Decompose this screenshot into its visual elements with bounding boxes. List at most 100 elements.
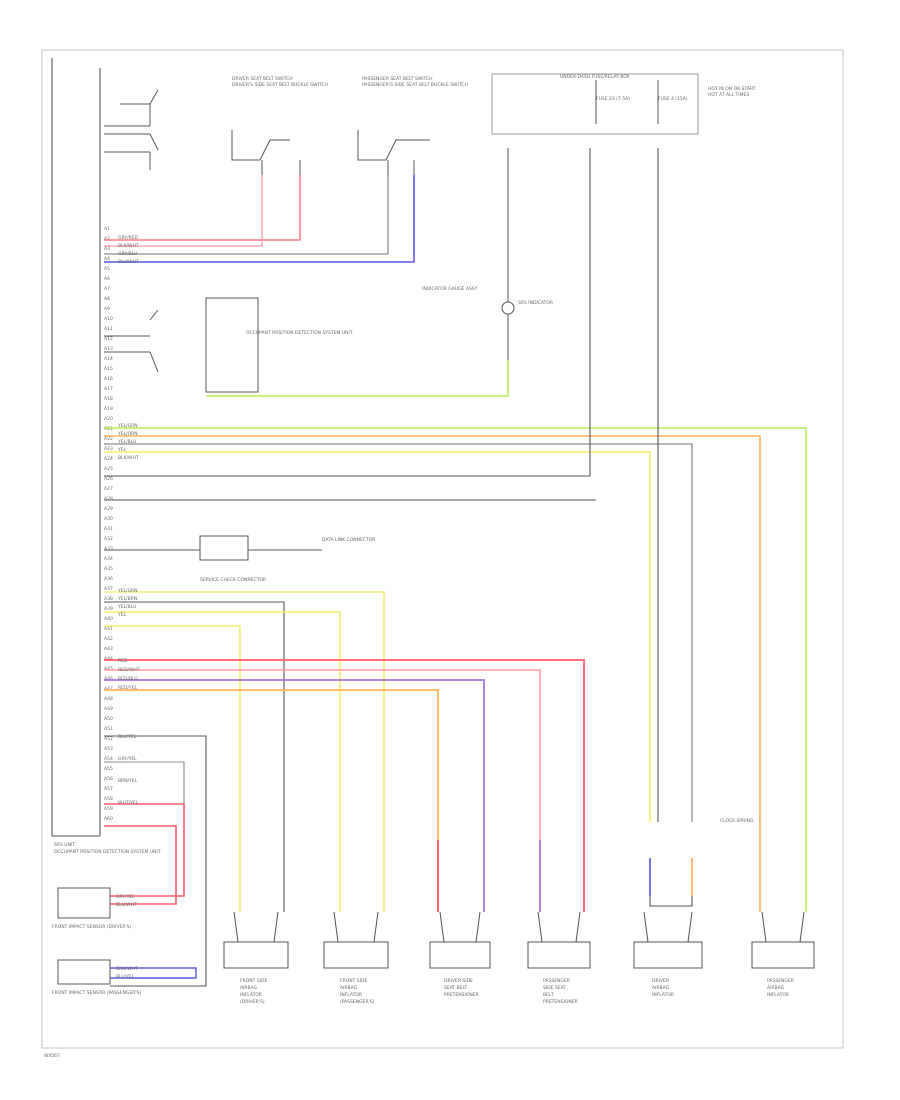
wire-layer: GRY/REDBLK/WHTGRY/BLUBLU/WHTYEL/GRNYEL/O… (104, 148, 807, 987)
connector-pin-label: A37 (104, 586, 113, 592)
wire-pink-driver-belt (104, 175, 263, 247)
under-dash-fuse-box: UNDER-DASH FUSE/RELAY BOX FUSE 23 (7.5A)… (491, 73, 756, 135)
srs-unit-connector-block: A1A2A3A4A5A6A7A8A9A10A11A12A13A14A15A16A… (51, 58, 113, 837)
wire-orange-pretensioner (104, 689, 439, 912)
wire-label: YEL/GRN (117, 588, 138, 594)
svg-text:DATA LINK CONNECTOR: DATA LINK CONNECTOR (322, 537, 375, 543)
wire-red-pretensioner (104, 659, 585, 912)
wire-label: YEL (117, 612, 127, 618)
wire-yellow-side-passenger (104, 591, 385, 912)
wire-label: YEL/ORN (117, 431, 138, 437)
svg-text:FUSE 4 (15A): FUSE 4 (15A) (658, 96, 688, 102)
connector-pin-label: A60 (104, 816, 113, 822)
wire-blue-impact (110, 967, 197, 979)
connector-pin-label: A38 (104, 596, 113, 602)
connector-pin-label: A33 (104, 546, 113, 552)
component-label: (DRIVER'S) (240, 999, 265, 1005)
connector-pin-label: A23 (104, 446, 113, 452)
component-label: (PASSENGER'S) (340, 999, 375, 1005)
component-label: INFLATOR (340, 992, 362, 998)
component-box (751, 941, 815, 969)
connector-pin-label: A57 (104, 786, 113, 792)
wire-label: BLU/WHT (116, 902, 137, 908)
component-label: BELT (543, 992, 554, 998)
wire-label: GRY/YEL (116, 894, 135, 900)
component-leads (761, 911, 805, 943)
connector-pin-label: A31 (104, 526, 113, 532)
component-label: SEAT BELT (444, 985, 467, 991)
component-leads (643, 911, 693, 943)
ignition-switch (104, 89, 159, 170)
connector-pin-label: A15 (104, 366, 113, 372)
wire-dark-fuse (104, 148, 591, 477)
connector-pin-label: A58 (104, 796, 113, 802)
svg-text:OCCUPANT POSITION DETECTION SY: OCCUPANT POSITION DETECTION SYSTEM UNIT (246, 330, 353, 336)
connector-pin-label: A22 (104, 436, 113, 442)
svg-text:DRIVER SEAT BELT SWITCH: DRIVER SEAT BELT SWITCH (232, 76, 293, 82)
connector-pin-label: A4 (104, 256, 110, 262)
wire-yellow-side-passenger2 (104, 611, 341, 912)
driver-seat-belt-switch: DRIVER SEAT BELT SWITCH DRIVER'S SIDE SE… (231, 76, 328, 175)
connector-pin-label: A36 (104, 576, 113, 582)
connector-pin-label: A48 (104, 696, 113, 702)
wire-purple-pretensioner (104, 679, 485, 912)
component-label: AIRBAG (767, 985, 785, 991)
wire-pink-pretensioner (104, 669, 541, 912)
component-label: INFLATOR (767, 992, 789, 998)
front-impact-sensor-driver: FRONT IMPACT SENSOR (DRIVER'S) (52, 887, 132, 930)
wire-yellow-driver-airbag (104, 451, 651, 822)
connector-pin-label: A21 (104, 426, 113, 432)
svg-text:HOT IN ON OR START: HOT IN ON OR START (708, 86, 756, 92)
connector-pin-label: A50 (104, 716, 113, 722)
component-label: DRIVER SIDE (444, 978, 473, 984)
wire-label: BLU/WHT (118, 259, 139, 265)
connector-pin-label: A7 (104, 286, 110, 292)
wire-label: YEL/BLU (117, 604, 136, 610)
connector-pin-label: A51 (104, 726, 113, 732)
component-label: FRONT SIDE (240, 978, 267, 984)
connector-pin-label: A39 (104, 606, 113, 612)
connector-pin-label: A1 (104, 226, 110, 232)
wire-label: YEL/BLU (117, 439, 136, 445)
component-label: SIDE SEAT (543, 985, 566, 991)
wire-label: BLU/YEL (118, 734, 137, 740)
connector-pin-label: A16 (104, 376, 113, 382)
connector-pin-label: A9 (104, 306, 110, 312)
wire-orange-clockspring (104, 435, 761, 912)
diagram-frame (41, 49, 844, 1049)
connector-pin-label: A46 (104, 676, 113, 682)
connector-pin-label: A11 (104, 326, 113, 332)
wire-label: GRY/YEL (118, 756, 137, 762)
svg-text:PASSENGER SEAT BELT SWITCH: PASSENGER SEAT BELT SWITCH (362, 76, 433, 82)
svg-text:INDICATOR GAUGE ASSY: INDICATOR GAUGE ASSY (422, 286, 478, 292)
connector-pin-label: A40 (104, 616, 113, 622)
connector-pin-label: A10 (104, 316, 113, 322)
wire-label: BLK/WHT (118, 455, 139, 461)
connector-pin-label: A41 (104, 626, 113, 632)
component-box (323, 941, 389, 969)
wire-red-impact2 (104, 825, 177, 905)
connector-pin-label: A54 (104, 756, 113, 762)
component-leads (439, 911, 481, 943)
component-label: DRIVER (652, 978, 669, 984)
connector-pin-label: A3 (104, 246, 110, 252)
svg-text:DRIVER'S SIDE SEAT BELT BUCKLE: DRIVER'S SIDE SEAT BELT BUCKLE SWITCH (232, 82, 328, 88)
component-label: INFLATOR (240, 992, 262, 998)
wire-gray-passenger-airbag (104, 443, 693, 822)
wire-label: RED/BLU (118, 676, 138, 682)
opds-unit-label: OCCUPANT POSITION DETECTION SYSTEM UNIT (54, 849, 161, 855)
wire-yellow-side-driver (104, 625, 241, 912)
wire-label: BLU/YEL (116, 974, 135, 980)
connector-pin-label: A30 (104, 516, 113, 522)
connector-pin-label: A59 (104, 806, 113, 812)
component-label: AIRBAG (240, 985, 258, 991)
connector-pin-label: A13 (104, 346, 113, 352)
connector-pin-label: A28 (104, 496, 113, 502)
